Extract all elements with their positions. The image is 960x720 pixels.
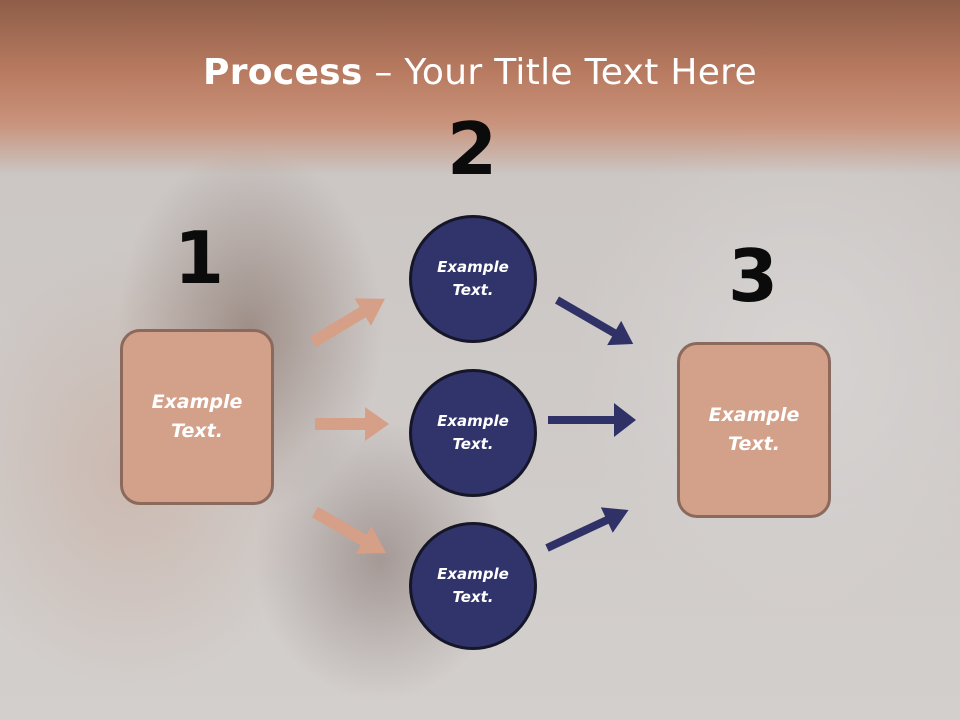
step-number-1: 1 bbox=[173, 216, 225, 300]
arrow-right-middle bbox=[548, 403, 636, 437]
slide-title: Process – Your Title Text Here bbox=[0, 52, 960, 93]
step-number-2: 2 bbox=[446, 107, 498, 191]
title-band bbox=[0, 0, 960, 175]
circle-top: Example Text. bbox=[409, 215, 537, 343]
title-bold-part: Process bbox=[203, 52, 363, 93]
arrow-right-up bbox=[545, 507, 629, 552]
title-rest-part: – Your Title Text Here bbox=[362, 52, 757, 93]
left-text-box: Example Text. bbox=[120, 329, 274, 505]
arrow-left-down bbox=[312, 506, 387, 554]
circle-middle: Example Text. bbox=[409, 369, 537, 497]
step-number-3: 3 bbox=[727, 234, 779, 318]
arrow-left-up bbox=[309, 298, 386, 348]
circle-bottom: Example Text. bbox=[409, 522, 537, 650]
arrow-right-down bbox=[555, 296, 634, 346]
right-text-box: Example Text. bbox=[677, 342, 831, 518]
arrow-left-middle bbox=[315, 407, 389, 441]
